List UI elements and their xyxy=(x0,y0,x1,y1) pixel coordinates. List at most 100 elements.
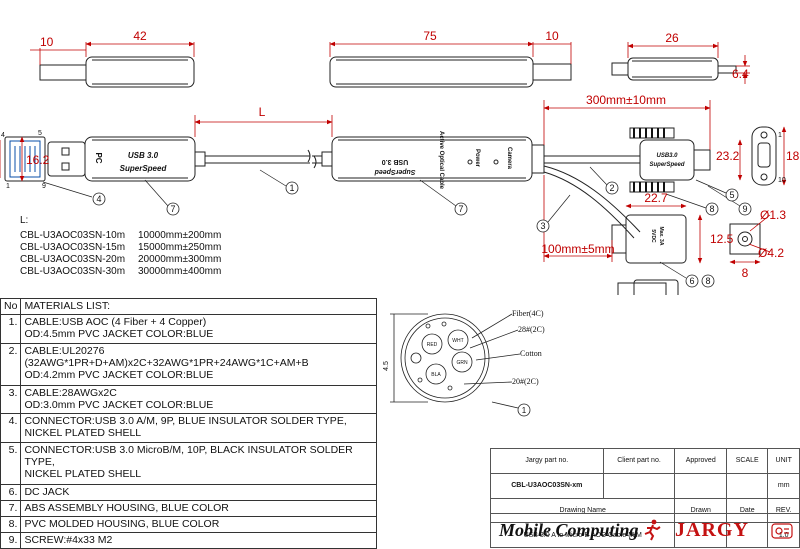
dim-micro-b-face-height: 18 xyxy=(786,149,800,163)
tb-approved-header: Approved xyxy=(674,448,728,474)
callout-circle xyxy=(605,181,619,195)
materials-row-no: 8. xyxy=(0,515,22,533)
materials-line: OD:3.0mm PVC JACKET COLOR:BLUE xyxy=(24,398,214,411)
materials-line: OD:4.5mm PVC JACKET COLOR:BLUE xyxy=(24,328,214,341)
materials-line: SCREW:#4x33 M2 xyxy=(24,533,113,546)
cross-cotton-label: Cotton xyxy=(520,349,542,358)
tb-drawn-header: Drawn xyxy=(674,497,728,524)
pin-5-label: 5 xyxy=(38,130,42,137)
company-logo: Mobile Computing JARGY xyxy=(490,513,800,548)
housing-b-active-label: Active Optical Cable xyxy=(438,131,444,190)
tb-approved-value xyxy=(674,472,728,499)
callout-circle xyxy=(701,274,715,288)
mobile-computing-logo: Mobile Computing xyxy=(499,520,639,541)
micro-b-face xyxy=(751,126,777,186)
dim-plug-a-tip: 10 xyxy=(40,35,54,49)
callout-circle xyxy=(454,202,468,216)
materials-line: CABLE:UL20276 (32AWG*1PR+D+AM)x2C+32AWG*… xyxy=(24,344,309,369)
materials-line: DC JACK xyxy=(24,485,70,498)
usb-a-plug-top-view xyxy=(39,56,195,88)
micro-b-label-1: USB3.0 xyxy=(656,153,678,159)
materials-row-no: 9. xyxy=(0,531,22,549)
callout-2: 2 xyxy=(609,183,614,193)
materials-line: PVC MOLDED HOUSING, BLUE COLOR xyxy=(24,517,220,530)
callout-3: 3 xyxy=(540,221,545,231)
dim-plug-b-body: 75 xyxy=(423,29,437,43)
cable-cross-section: 4.5 RED WHT GRN BLA Fiber(4C) 28#(2C) Co… xyxy=(383,309,545,417)
tb-unit-value: mm xyxy=(767,472,800,499)
cross-pair-red: RED xyxy=(427,342,438,348)
callout-4: 4 xyxy=(96,194,101,204)
dim-dc-face-width: 8 xyxy=(742,266,749,280)
badge-icon xyxy=(771,523,793,539)
callout-circle xyxy=(285,181,299,195)
dim-dc-pin: Ø1.3 xyxy=(760,208,786,222)
callout-7: 7 xyxy=(458,204,463,214)
length-row-part: CBL-U3AOC03SN-20m xyxy=(20,254,125,265)
materials-line: NICKEL PLATED SHELL xyxy=(24,427,142,440)
dc-label-2: Max. 3A xyxy=(658,227,664,246)
housing-b-camera-label: Camera xyxy=(506,147,512,170)
running-figure-icon xyxy=(644,519,661,541)
housing-b-label-2: SuperSpeed xyxy=(374,168,416,175)
tb-scale-value xyxy=(726,472,769,499)
logo-computing-text: Computing xyxy=(555,520,639,540)
dim-dc-body-length: 22.7 xyxy=(644,191,668,205)
length-row-value: 10000mm±200mm xyxy=(138,230,221,241)
tb-rev-value: 1.0 xyxy=(767,522,800,548)
tb-part-header: Jargy part no. xyxy=(490,448,604,474)
length-table-heading: L: xyxy=(20,215,28,226)
length-row-value: 30000mm±400mm xyxy=(138,266,221,277)
housing-b-body xyxy=(331,136,545,182)
dim-micro-b-body-height: 23.2 xyxy=(716,149,740,163)
callout-circle xyxy=(536,219,550,233)
jargy-logo-text: JARGY xyxy=(675,519,749,541)
callout-7: 7 xyxy=(170,204,175,214)
housing-a-pc-label: PC xyxy=(94,152,103,163)
materials-row-no: 6. xyxy=(0,483,22,501)
cross-fiber-label: Fiber(4C) xyxy=(512,309,544,318)
materials-row-no: 2. xyxy=(0,342,22,386)
housing-a-label-2: SuperSpeed xyxy=(120,164,168,173)
materials-no-header: No xyxy=(0,297,22,316)
cross-callout-circle xyxy=(517,403,531,417)
dim-dc-outer: Ø4.2 xyxy=(758,246,784,260)
materials-row: 6. DC JACK xyxy=(0,483,377,501)
materials-row: 5. CONNECTOR:USB 3.0 MicroB/M, 10P, BLAC… xyxy=(0,442,377,485)
materials-row: 4. CONNECTOR:USB 3.0 A/M, 9P, BLUE INSUL… xyxy=(0,413,377,444)
materials-line: NICKEL PLATED SHELL xyxy=(24,468,142,481)
materials-row: 9. SCREW:#4x33 M2 xyxy=(0,531,377,549)
materials-row-no: 4. xyxy=(0,413,22,444)
dim-cable-length: L xyxy=(259,105,266,119)
length-row-part: CBL-U3AOC03SN-10m xyxy=(20,230,125,241)
callout-circle xyxy=(705,202,719,216)
logo-mobile-text: Mobile xyxy=(499,520,551,540)
materials-row-no: 3. xyxy=(0,384,22,415)
dim-usb-a-face-height: 16.2 xyxy=(26,153,50,167)
dc-jack xyxy=(611,214,761,295)
housing-b-power-label: Power xyxy=(474,149,480,168)
materials-title: MATERIALS LIST: xyxy=(20,297,377,316)
tb-client-header: Client part no. xyxy=(602,448,676,474)
cross-pair-wht: WHT xyxy=(452,338,463,344)
dim-plug-a-body: 42 xyxy=(133,29,147,43)
length-row-part: CBL-U3AOC03SN-15m xyxy=(20,242,125,253)
tb-scale-header: SCALE xyxy=(726,448,769,474)
callout-5: 5 xyxy=(729,190,734,200)
materials-list: No MATERIALS LIST: 1. CABLE:USB AOC (4 F… xyxy=(0,297,377,549)
tb-client-value xyxy=(602,472,676,499)
materials-row: 8. PVC MOLDED HOUSING, BLUE COLOR xyxy=(0,515,377,533)
dim-dc-body-height: 12.5 xyxy=(710,232,734,246)
length-row-part: CBL-U3AOC03SN-30m xyxy=(20,266,125,277)
tb-drawing-name-header: Drawing Name xyxy=(489,497,676,524)
dim-fanout-length: 300mm±10mm xyxy=(586,93,666,107)
micro-b-main-view xyxy=(629,127,711,193)
callout-circle xyxy=(725,188,739,202)
dc-label-1: 5VDC xyxy=(650,229,656,243)
length-row-value: 15000mm±250mm xyxy=(138,242,221,253)
callout-8: 8 xyxy=(709,204,714,214)
title-block: Jargy part no. Client part no. Approved … xyxy=(489,448,800,548)
callout-circle xyxy=(738,202,752,216)
callout-1: 1 xyxy=(289,183,294,193)
cross-awg20-label: 20#(2C) xyxy=(512,377,539,386)
